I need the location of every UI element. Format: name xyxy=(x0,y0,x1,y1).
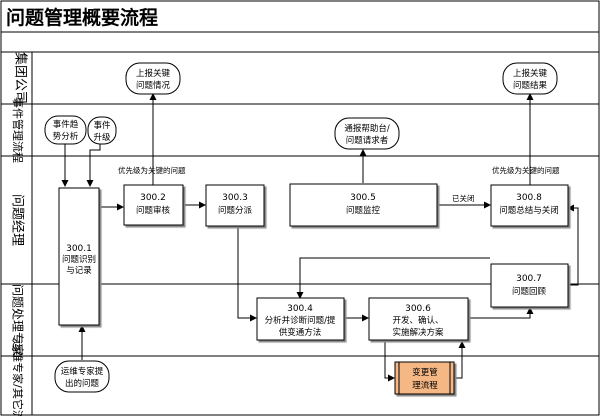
lane-label-problem-mgr: 问题经理 xyxy=(10,194,25,246)
process-3002-id: 300.2 xyxy=(140,193,166,203)
process-3004-line1: 分析并诊断问题/提 xyxy=(265,315,336,326)
process-3006: 300.6 开发、确认、 实施解决方案 xyxy=(368,297,469,341)
terminator-helpdesk-line1: 通报帮助台/ xyxy=(344,123,390,134)
terminator-ops-raised-line2: 出的问题 xyxy=(65,378,100,389)
terminator-report-result: 上报关键 问题结果 xyxy=(502,62,558,95)
terminator-report-result-line2: 问题结果 xyxy=(513,80,548,91)
process-3002: 300.2 问题审核 xyxy=(123,184,184,226)
process-3001-line1: 问题识别 xyxy=(62,255,96,265)
process-3004: 300.4 分析并诊断问题/提 供变通方法 xyxy=(256,297,345,341)
lane-label-problem-mgr-text: 问题经理 xyxy=(10,194,25,246)
terminator-report-result-line1: 上报关键 xyxy=(513,68,548,79)
process-3005-id: 300.5 xyxy=(350,193,376,203)
terminator-helpdesk-line2: 问题请求者 xyxy=(346,135,389,146)
process-3006-line2: 实施解决方案 xyxy=(392,327,444,338)
process-3008-label: 问题总结与关闭 xyxy=(499,205,559,216)
annotation-priority-right: 优先级为关键的问题 xyxy=(492,165,560,175)
arrow-change-to-3006 xyxy=(454,341,466,379)
lane-label-event-text: 事件管理流程 xyxy=(11,97,25,163)
process-3003-label: 问题分派 xyxy=(218,206,253,216)
arrow-3007-to-3008 xyxy=(567,204,579,286)
lane-label-problem-expert: 问题处理专家 xyxy=(11,284,26,356)
process-3007-id: 300.7 xyxy=(516,274,542,284)
arrow-3006-to-change xyxy=(384,340,395,382)
process-3003: 300.3 问题分派 xyxy=(205,184,265,227)
lane-label-ops-text: 运维专家/其它流程 xyxy=(11,340,25,416)
process-3008: 300.8 问题总结与关闭 xyxy=(490,184,569,227)
process-3007-label: 问题回顾 xyxy=(512,287,547,297)
page-title: 问题管理概要流程 xyxy=(6,6,158,29)
process-3005-label: 问题监控 xyxy=(346,205,381,216)
lane-label-ops: 运维专家/其它流程 xyxy=(11,340,25,416)
annotation-closed: 已关闭 xyxy=(452,193,475,203)
arrow-3003-to-3004 xyxy=(237,227,257,322)
lane-label-group-text: 集团公司 xyxy=(13,52,29,104)
terminator-report-status-line2: 问题情况 xyxy=(136,80,171,91)
process-3002-label: 问题审核 xyxy=(136,205,171,216)
terminator-report-status: 上报关键 问题情况 xyxy=(125,62,181,95)
terminator-helpdesk: 通报帮助台/ 问题请求者 xyxy=(334,117,400,150)
arrow-upgrade-to-3001 xyxy=(86,144,101,187)
process-3004-line2: 供变通方法 xyxy=(279,327,322,338)
process-change-mgmt-line1: 变更管 xyxy=(412,367,438,378)
process-3008-id: 300.8 xyxy=(516,193,542,203)
terminator-event-upgrade: 事件 升级 xyxy=(87,116,117,145)
process-3001: 300.1 问题识别 与记录 xyxy=(58,187,100,326)
process-3007: 300.7 问题回顾 xyxy=(490,263,569,308)
lane-label-event: 事件管理流程 xyxy=(11,97,25,163)
terminator-report-status-line1: 上报关键 xyxy=(136,68,171,79)
terminator-event-trend-line1: 事件趋 xyxy=(53,119,79,130)
terminator-event-upgrade-line2: 升级 xyxy=(93,132,111,143)
arrow-3006-to-3007 xyxy=(468,307,534,319)
annotation-priority-left: 优先级为关键的问题 xyxy=(118,165,186,175)
process-change-mgmt-line2: 理流程 xyxy=(412,380,438,391)
process-3005: 300.5 问题监控 xyxy=(289,183,438,227)
terminator-ops-raised: 运维专家提 出的问题 xyxy=(54,360,110,393)
process-change-mgmt: 变更管 理流程 xyxy=(394,361,455,395)
lane-label-group: 集团公司 xyxy=(13,52,29,104)
terminator-event-trend-line2: 势分析 xyxy=(53,131,79,142)
terminator-event-upgrade-line1: 事件 xyxy=(93,120,111,131)
arrow-3007-to-3004 xyxy=(296,257,490,299)
terminator-ops-raised-line1: 运维专家提 xyxy=(61,366,104,377)
process-3004-id: 300.4 xyxy=(287,304,313,314)
terminator-event-trend: 事件趋 势分析 xyxy=(44,115,87,145)
process-3003-id: 300.3 xyxy=(222,193,248,203)
process-3001-id: 300.1 xyxy=(66,244,92,254)
process-3006-id: 300.6 xyxy=(405,304,431,314)
lane-label-problem-expert-text: 问题处理专家 xyxy=(11,284,26,356)
connectors xyxy=(61,93,579,382)
process-3006-line1: 开发、确认、 xyxy=(392,315,443,326)
process-3001-line2: 与记录 xyxy=(66,266,92,276)
